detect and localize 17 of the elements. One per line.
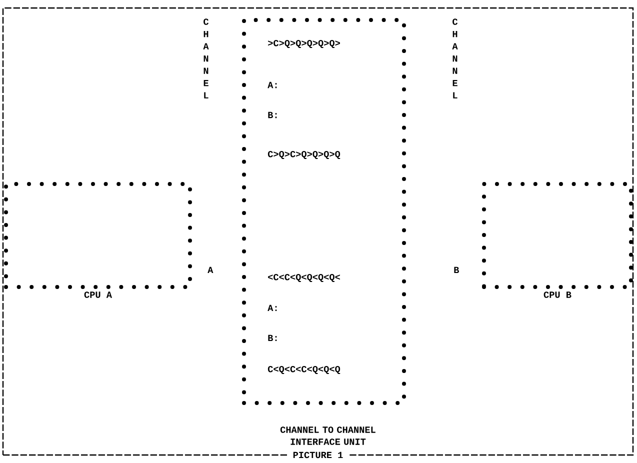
vertical-label: CHANNEL (452, 18, 458, 98)
label: C>Q>C>Q>Q>Q>Q (268, 150, 340, 160)
label: A: (268, 82, 277, 88)
label: B: (268, 334, 277, 342)
node-label: CPU A (84, 292, 112, 298)
node-label: CPU B (544, 292, 572, 298)
label: A (208, 266, 214, 274)
cpu-box: CPU B (482, 182, 633, 298)
node-label: CHANNEL TO CHANNEL INTERFACE UNIT (280, 426, 376, 445)
label: >C>Q>Q>Q>Q>Q> (268, 40, 340, 48)
label: B: (268, 112, 277, 118)
label: B (454, 266, 459, 274)
label: <C<C<Q<Q<Q<Q< (268, 274, 340, 282)
label: C<Q<C<C<Q<Q<Q (268, 366, 340, 374)
vertical-label: CHANNEL (203, 18, 209, 98)
cpu-box: CPU A (4, 182, 192, 298)
label: A: (268, 304, 277, 312)
